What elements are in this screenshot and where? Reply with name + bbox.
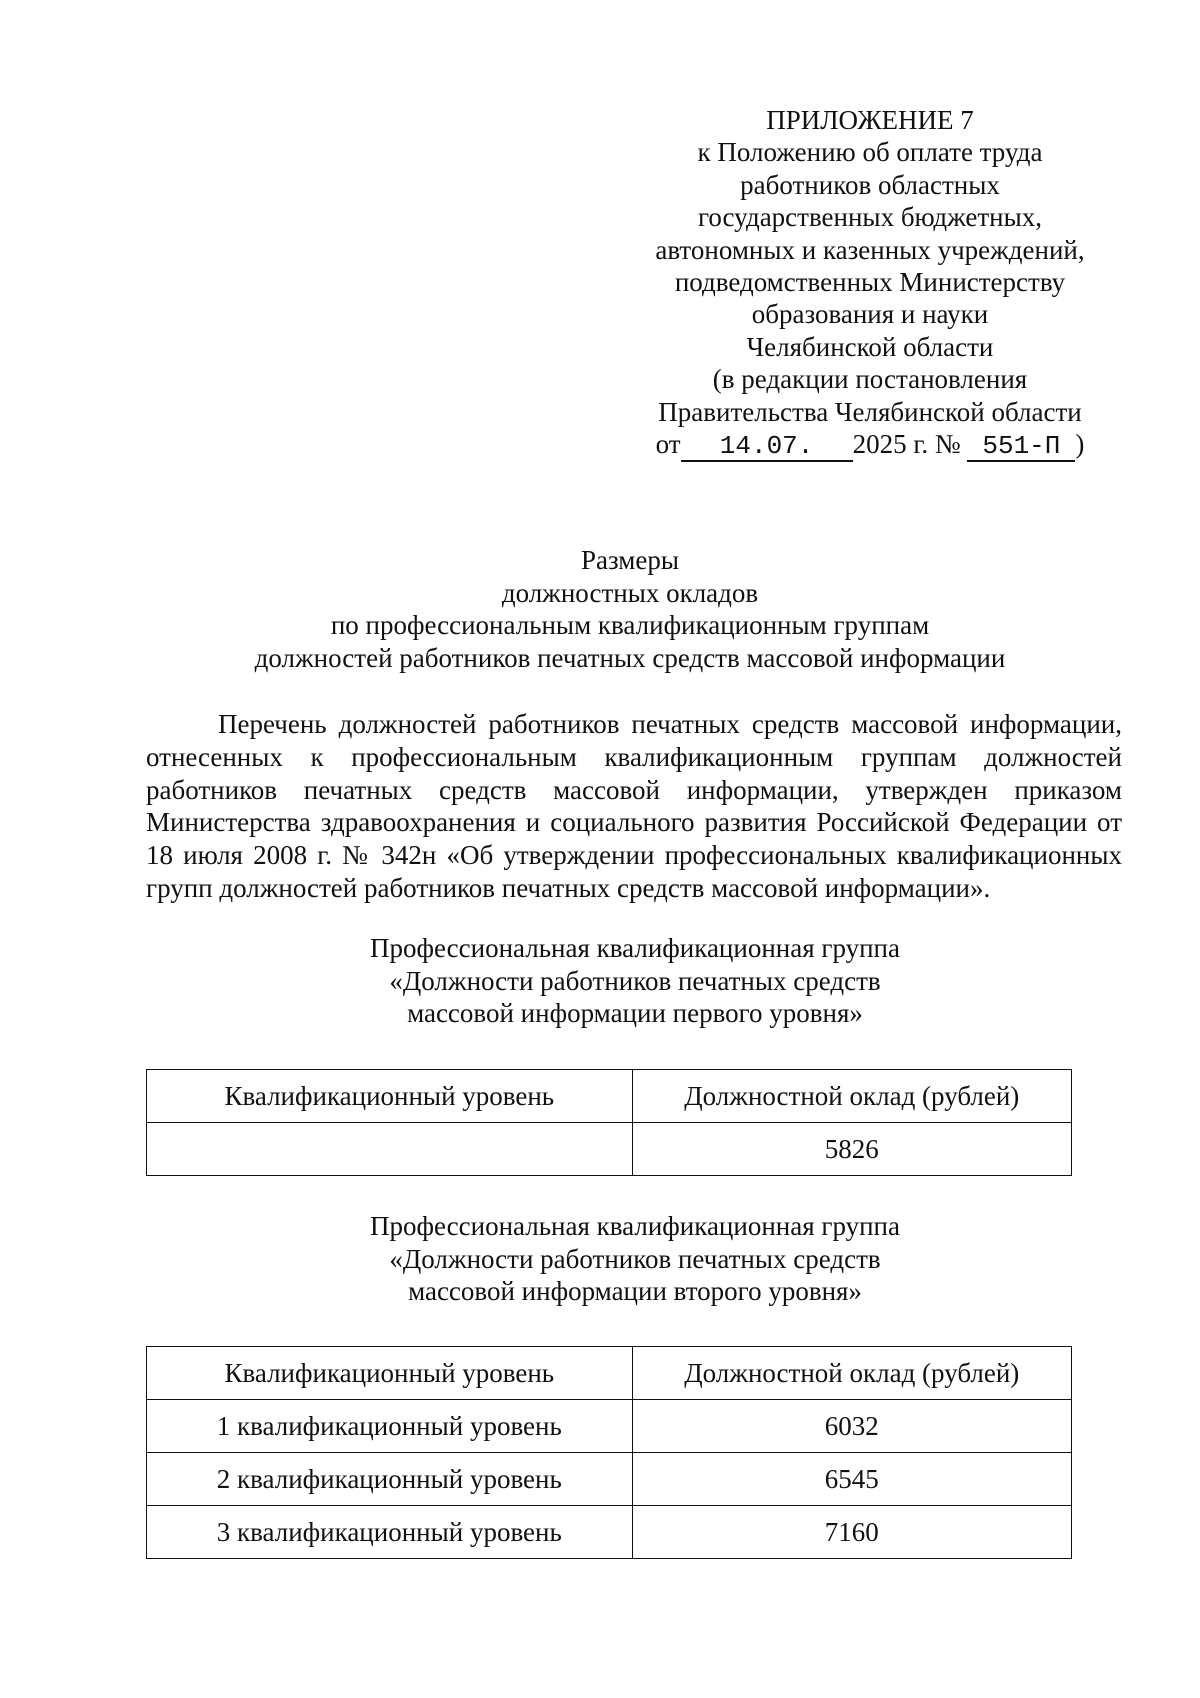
title-line: по профессиональным квалификационным гру… <box>330 610 930 641</box>
salary-cell: 5826 <box>631 1122 1073 1176</box>
qualification-level-cell <box>146 1122 633 1176</box>
number-field: 551-П <box>967 432 1076 463</box>
title-line: должностей работников печатных средств м… <box>254 642 1006 673</box>
table-row: 1 квалификационный уровень 6032 <box>146 1399 1073 1453</box>
group-heading-first-level: Профессиональная квалификационная группа… <box>240 932 1030 1030</box>
table-header-row: Квалификационный уровень Должностной окл… <box>146 1069 1073 1123</box>
appendix-line: государственных бюджетных, <box>697 202 1043 233</box>
group-heading-line: Профессиональная квалификационная группа <box>370 933 900 963</box>
document-title: Размеры должностных окладов по профессио… <box>150 544 1110 674</box>
qualification-level-cell: 3 квалификационный уровень <box>146 1505 633 1559</box>
header-qualification-level: Квалификационный уровень <box>146 1069 633 1123</box>
header-salary: Должностной оклад (рублей) <box>631 1069 1073 1123</box>
qualification-level-cell: 1 квалификационный уровень <box>146 1399 633 1453</box>
title-line: должностных окладов <box>501 577 759 608</box>
date-field: 14.07. <box>680 432 853 463</box>
appendix-line: к Положению об оплате труда <box>697 137 1043 168</box>
group-heading-second-level: Профессиональная квалификационная группа… <box>240 1210 1030 1308</box>
qualification-level-cell: 2 квалификационный уровень <box>146 1452 633 1506</box>
salary-cell: 7160 <box>631 1505 1073 1559</box>
group-heading-line: «Должности работников печатных средств <box>389 965 881 996</box>
date-suffix: ) <box>1075 429 1085 460</box>
appendix-line: работников областных <box>740 169 1000 200</box>
appendix-line: образования и науки <box>751 299 989 330</box>
table-row: 3 квалификационный уровень 7160 <box>146 1505 1073 1559</box>
date-year: 2025 г. № <box>852 429 961 460</box>
salary-table-first-level: Квалификационный уровень Должностной окл… <box>146 1069 1073 1176</box>
appendix-line: автономных и казенных учреждений, <box>655 234 1085 265</box>
date-prefix: от <box>655 429 681 460</box>
appendix-line: (в редакции постановления <box>712 364 1028 395</box>
table-row: 2 квалификационный уровень 6545 <box>146 1452 1073 1506</box>
appendix-line: Правительства Челябинской области <box>658 396 1082 427</box>
appendix-line: подведомственных Министерству <box>674 267 1066 298</box>
group-heading-line: массовой информации первого уровня» <box>407 998 863 1029</box>
appendix-header: ПРИЛОЖЕНИЕ 7 к Положению об оплате труда… <box>610 104 1130 463</box>
table-header-row: Квалификационный уровень Должностной окл… <box>146 1346 1073 1400</box>
appendix-line: Челябинской области <box>746 331 994 362</box>
group-heading-line: «Должности работников печатных средств <box>389 1243 881 1274</box>
header-salary: Должностной оклад (рублей) <box>631 1346 1073 1400</box>
salary-cell: 6545 <box>631 1452 1073 1506</box>
header-qualification-level: Квалификационный уровень <box>146 1346 633 1400</box>
salary-table-second-level: Квалификационный уровень Должностной окл… <box>146 1346 1073 1559</box>
group-heading-line: массовой информации второго уровня» <box>408 1276 862 1307</box>
appendix-title: ПРИЛОЖЕНИЕ 7 <box>766 105 974 135</box>
group-heading-line: Профессиональная квалификационная группа <box>370 1211 900 1241</box>
title-line: Размеры <box>581 545 679 575</box>
table-row: 5826 <box>146 1122 1073 1176</box>
salary-cell: 6032 <box>631 1399 1073 1453</box>
body-paragraph: Перечень должностей работников печатных … <box>146 709 1122 903</box>
